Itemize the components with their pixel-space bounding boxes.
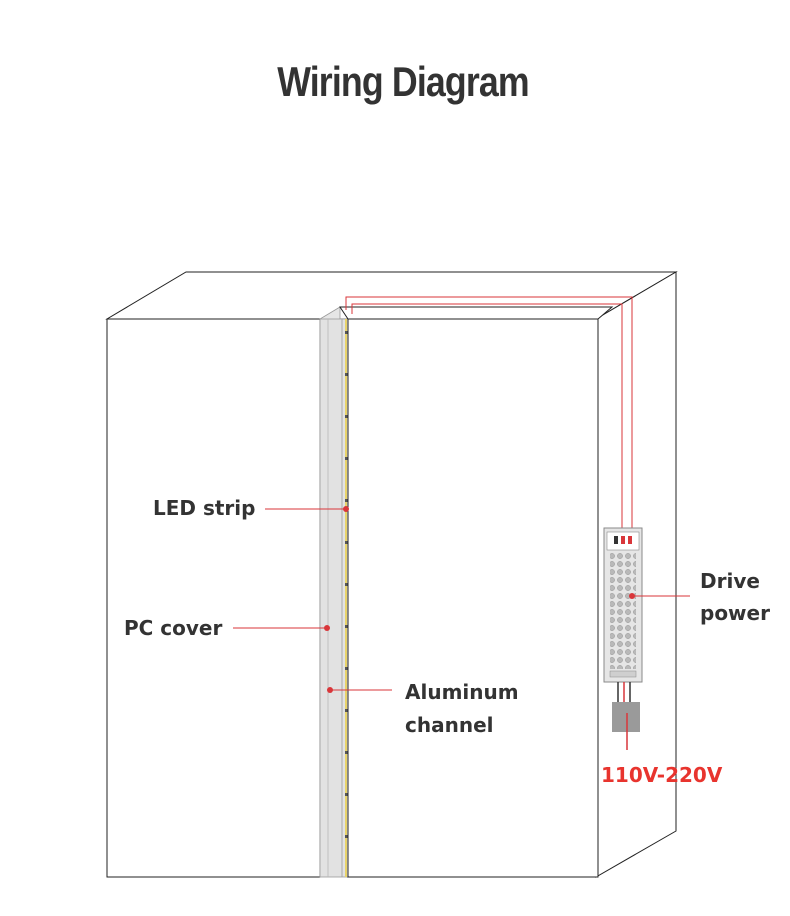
callout-pc-cover (233, 625, 330, 631)
label-drive-line1: Drive (700, 569, 760, 593)
callout-aluminum-channel (327, 687, 392, 693)
label-voltage: 110V-220V (601, 763, 723, 787)
callout-drive-power (629, 593, 690, 599)
label-pc-cover: PC cover (124, 616, 222, 640)
power-wires (345, 296, 633, 528)
pc-cover (319, 306, 349, 878)
label-led-strip: LED strip (153, 496, 255, 520)
right-door (339, 306, 614, 878)
diagram-title: Wiring Diagram (277, 58, 529, 105)
callout-led-strip (265, 506, 349, 512)
label-drive-line2: power (700, 601, 770, 625)
drive-power-unit (603, 527, 643, 702)
left-door (106, 318, 321, 878)
power-plug-box (612, 702, 640, 732)
label-aluminum-line2: channel (405, 713, 494, 737)
label-aluminum-line1: Aluminum (405, 680, 519, 704)
